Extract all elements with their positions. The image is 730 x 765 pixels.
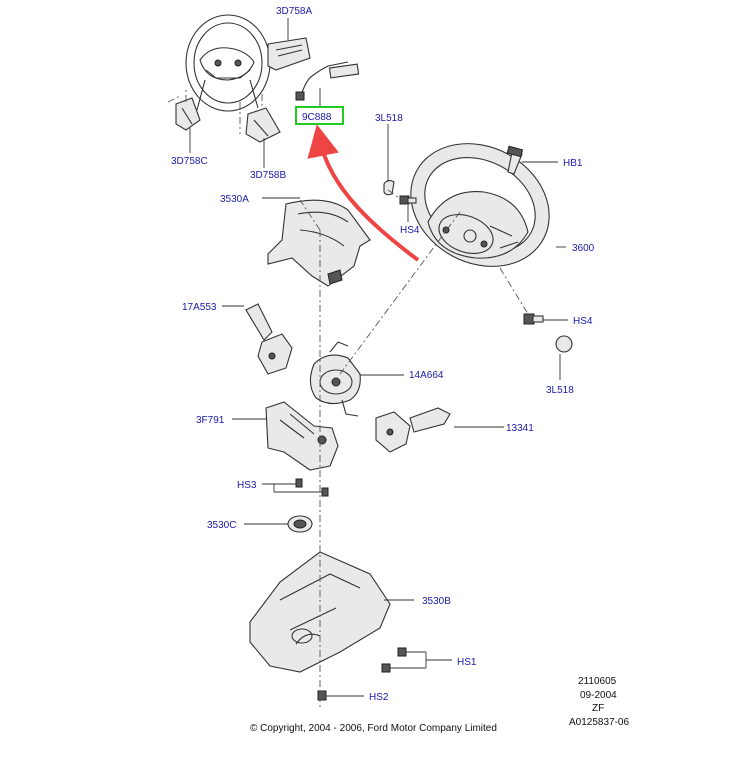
cable-9c888 (295, 61, 360, 108)
label-13341: 13341 (506, 423, 534, 434)
lower-shroud-3530b (249, 551, 414, 673)
lock-housing-3f791 (232, 401, 339, 471)
highlight-box-9c888 (295, 106, 344, 125)
label-3d758b: 3D758B (250, 170, 286, 181)
clockspring-14a664 (309, 341, 404, 417)
switch-13341 (375, 407, 504, 453)
label-hs3: HS3 (237, 480, 257, 491)
label-hs4-top: HS4 (400, 225, 420, 236)
label-hs2: HS2 (369, 692, 389, 703)
label-3600: 3600 (572, 243, 595, 254)
label-14a664: 14A664 (409, 370, 444, 381)
cover-3d758a (267, 18, 311, 71)
screws-hs1 (381, 647, 452, 673)
screw-hs2 (317, 690, 364, 701)
info-line-1: 2110605 (578, 676, 617, 687)
label-3530a: 3530A (220, 194, 249, 205)
screws-hs3 (262, 478, 329, 497)
switch-17a553 (222, 303, 293, 375)
cover-3d758b (239, 94, 281, 168)
bolt-hs4-right (499, 267, 568, 325)
label-17a553: 17A553 (182, 302, 217, 313)
seal-3530c (244, 515, 313, 533)
label-hb1: HB1 (563, 158, 583, 169)
label-hs4-right: HS4 (573, 316, 593, 327)
copyright-text: © Copyright, 2004 - 2006, Ford Motor Com… (250, 723, 497, 734)
label-hs1: HS1 (457, 657, 477, 668)
label-9c888: 9C888 (302, 112, 332, 123)
info-line-3: ZF (592, 703, 604, 714)
info-line-2: 09-2004 (580, 690, 617, 701)
label-3d758a: 3D758A (276, 6, 312, 17)
label-3l518-right: 3L518 (546, 385, 574, 396)
upper-shroud-3530a (262, 197, 371, 287)
wheel-cover-inset (185, 14, 271, 112)
bolt-hb1 (506, 145, 558, 175)
assembly-axes (299, 189, 461, 708)
label-3d758c: 3D758C (171, 156, 208, 167)
cover-3d758c (167, 88, 201, 153)
clip-3l518-top (383, 124, 395, 196)
label-3f791: 3F791 (196, 415, 225, 426)
clip-3l518-right (555, 335, 573, 380)
info-line-4: A0125837-06 (569, 717, 629, 728)
label-3l518-top: 3L518 (375, 113, 403, 124)
bolt-hs4-top (399, 195, 417, 222)
steering-wheel-3600 (410, 143, 566, 267)
label-3530c: 3530C (207, 520, 236, 531)
red-arrow (307, 124, 420, 262)
label-3530b: 3530B (422, 596, 451, 607)
